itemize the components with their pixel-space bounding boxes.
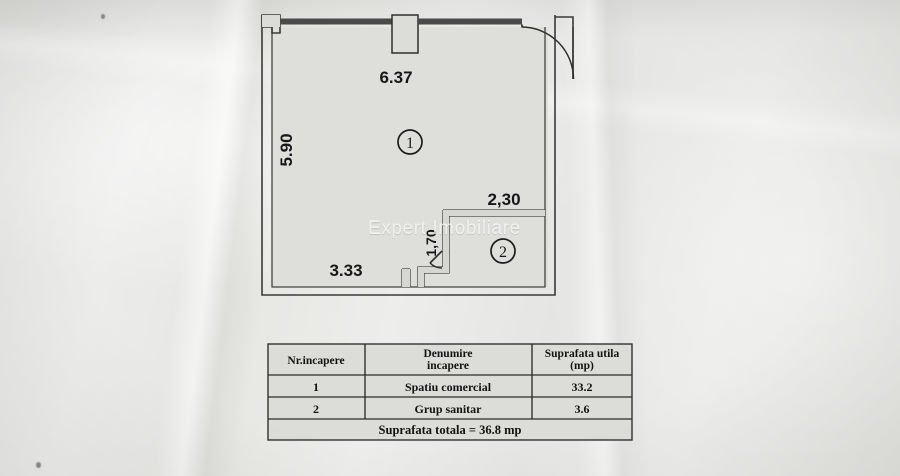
- table-cell-nr-1: 1: [313, 380, 319, 394]
- top-right-door-return: [555, 16, 574, 27]
- floor-plan-drawing: 6.37 5.90 3.33 2,30 1,70 1 2: [261, 14, 575, 296]
- bathroom-door-swing-arc: [429, 262, 443, 269]
- bathroom-door-leaf: [429, 250, 443, 264]
- table-header-suprafata-line1: Suprafata utila: [545, 348, 620, 360]
- dimension-bottom-width: 3.33: [329, 261, 362, 280]
- table-cell-suprafata-1: 33.2: [572, 380, 593, 394]
- table-outer-border: [267, 343, 633, 441]
- column-pilaster: [391, 14, 419, 54]
- table-cell-denumire-1: Spatiu comercial: [405, 380, 492, 394]
- bathroom-door-wall-fill: [418, 251, 449, 287]
- room-marker-2-circle: [490, 238, 516, 264]
- top-wall-segment-right: [418, 18, 522, 25]
- room-marker-1-label: 1: [406, 135, 414, 152]
- table-background: [268, 344, 632, 440]
- outer-wall-outline: [261, 15, 556, 296]
- top-wall-segment-left: [280, 18, 392, 25]
- dimension-bathroom-depth: 1,70: [423, 229, 439, 256]
- paper-speck-bottom: [36, 462, 41, 468]
- table-header-nr: Nr.incapere: [287, 355, 344, 367]
- room-marker-2-label: 2: [499, 244, 507, 261]
- floor-fill: [272, 27, 548, 287]
- table-header-suprafata-line2: (mp): [570, 360, 594, 372]
- paper-speck-top: [101, 14, 105, 19]
- table-row: 1 Spatiu comercial 33.2: [313, 380, 593, 394]
- dimension-bathroom-width: 2,30: [487, 190, 520, 209]
- table-cell-denumire-2: Grup sanitar: [414, 402, 482, 416]
- room-schedule-table: Nr.incapere Denumire incapere Suprafata …: [267, 343, 633, 441]
- table-row: 2 Grup sanitar 3.6: [313, 402, 590, 416]
- table-header-denumire-line1: Denumire: [424, 348, 473, 360]
- table-cell-suprafata-2: 3.6: [575, 402, 590, 416]
- table-cell-nr-2: 2: [313, 402, 319, 416]
- room-marker-1: 1: [397, 129, 423, 155]
- bathroom-partition-fill: [443, 210, 545, 255]
- room-marker-2: 2: [490, 238, 516, 264]
- room-marker-1-circle: [397, 129, 423, 155]
- top-left-pier-fill: [262, 15, 280, 27]
- table-header-denumire-line2: incapere: [427, 360, 469, 372]
- table-total-row: Suprafata totala = 36.8 mp: [379, 423, 522, 437]
- dimension-top-width: 6.37: [379, 68, 412, 87]
- bottom-wall-stub-fill: [402, 269, 410, 287]
- dimension-left-height: 5.90: [277, 133, 296, 166]
